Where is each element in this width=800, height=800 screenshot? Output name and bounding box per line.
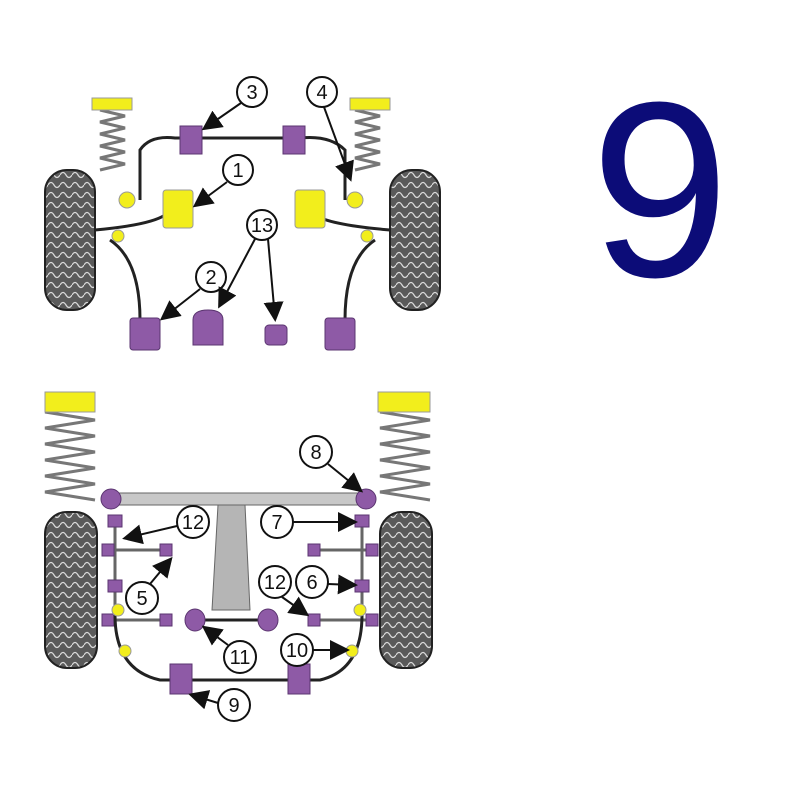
front-large-d-bush	[192, 309, 224, 346]
callout-1-label: 1	[232, 160, 243, 182]
callout-5-label: 5	[136, 588, 147, 610]
callout-12-left	[176, 505, 210, 539]
callout-10-label: 10	[286, 640, 308, 662]
part-number-9: 9	[590, 50, 730, 329]
callout-5	[125, 581, 159, 615]
callout-7-label: 7	[271, 512, 282, 534]
front-left-bottom-bush	[129, 317, 161, 351]
front-left-yellow-bush	[162, 189, 194, 229]
callout-11	[223, 640, 257, 674]
rear-bar-bush-right	[287, 663, 311, 695]
front-right-arm	[314, 213, 391, 321]
callout-8-label: 8	[310, 442, 321, 464]
rear-left-tyre	[44, 511, 98, 669]
rear-callouts	[122, 435, 364, 722]
rear-right-spring	[377, 391, 431, 502]
callout-8	[299, 435, 333, 469]
rear-links	[105, 520, 372, 622]
front-small-d-bush	[264, 324, 288, 346]
rear-suspension: 8 12 7 12 6 5 10 11 9	[44, 391, 433, 722]
front-left-link-bush	[118, 191, 136, 209]
callout-9-label: 9	[228, 695, 239, 717]
front-left-tyre	[44, 169, 96, 311]
callout-4-label: 4	[316, 82, 327, 104]
front-left-arm	[94, 213, 166, 321]
callout-12-left-label: 12	[182, 512, 204, 534]
front-right-small-bush	[360, 229, 374, 243]
front-right-yellow-bush	[294, 189, 326, 229]
callout-3	[236, 76, 268, 108]
rear-left-link-bush	[111, 603, 125, 617]
front-left-spring	[91, 97, 133, 172]
callout-6	[295, 565, 329, 599]
front-bar-bush-right	[282, 125, 306, 155]
rear-crossmember-bush-left	[100, 488, 122, 510]
rear-right-link-bush	[353, 603, 367, 617]
callout-6-label: 6	[306, 572, 317, 594]
rear-crossmember-bush-right	[355, 488, 377, 510]
callout-2-label: 2	[205, 267, 216, 289]
rear-right-tyre	[379, 511, 433, 669]
front-callouts	[159, 76, 354, 322]
front-suspension: 3 4 1 13 2	[44, 76, 441, 351]
front-right-link-bush	[346, 191, 364, 209]
rear-center-member	[211, 504, 251, 611]
front-right-tyre	[389, 169, 441, 311]
rear-link-bushes	[101, 514, 379, 632]
callout-9	[217, 688, 251, 722]
callout-12-right-label: 12	[264, 572, 286, 594]
rear-right-drop-bush	[345, 644, 359, 658]
front-right-bottom-bush	[324, 317, 356, 351]
rear-anti-roll-bar	[113, 614, 364, 682]
callout-3-label: 3	[246, 82, 257, 104]
front-right-spring	[349, 97, 391, 172]
rear-crossmember	[109, 492, 366, 506]
rear-left-spring	[44, 391, 96, 502]
front-bar-bush-left	[179, 125, 203, 155]
front-left-small-bush	[111, 229, 125, 243]
callout-1	[222, 154, 254, 186]
callout-13-label: 13	[251, 215, 273, 237]
callout-13	[246, 209, 278, 241]
callout-11-label: 11	[230, 647, 251, 669]
rear-bar-bush-left	[169, 663, 193, 695]
rear-left-drop-bush	[118, 644, 132, 658]
callout-2	[195, 261, 227, 293]
callout-4	[306, 76, 338, 108]
callout-12-right	[258, 565, 292, 599]
